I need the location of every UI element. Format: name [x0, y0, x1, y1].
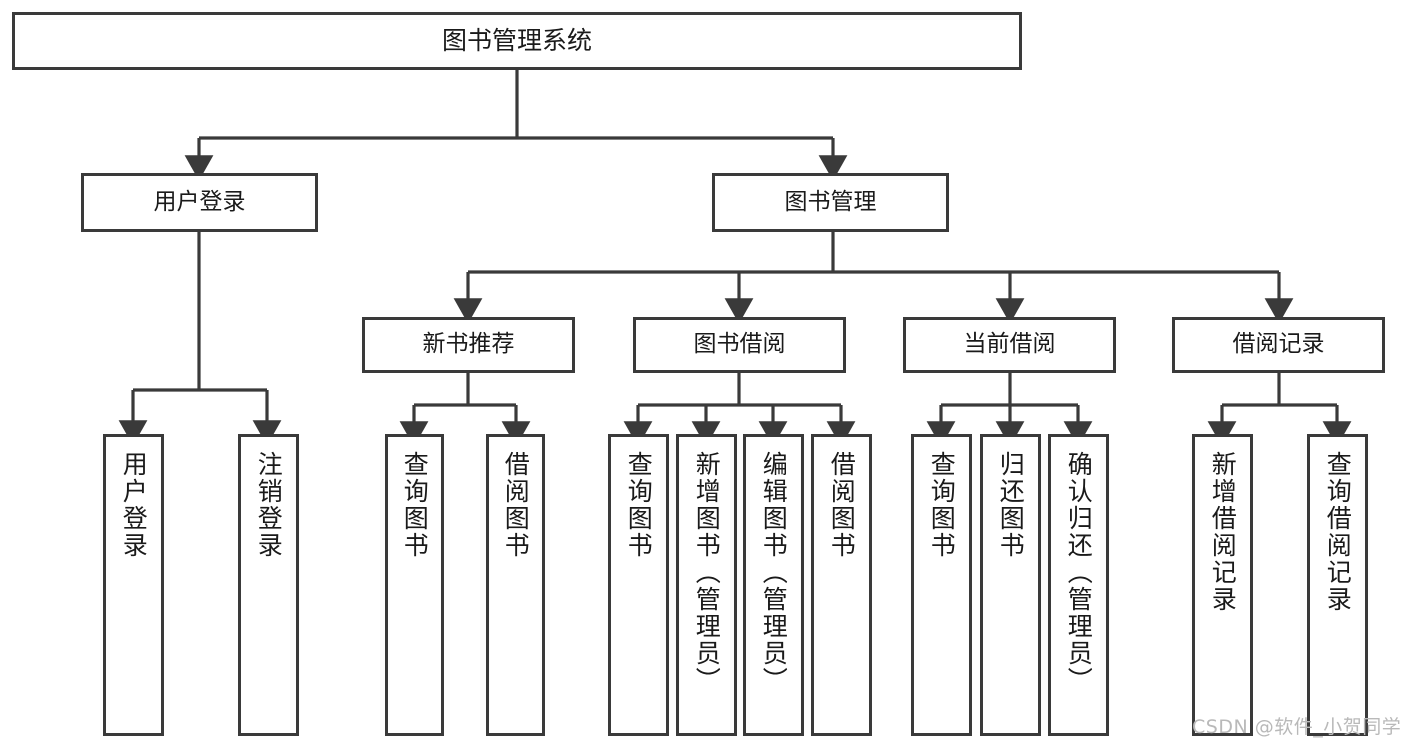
node-label: 归还图书 — [996, 451, 1026, 559]
leaf-borrow-book-recommend[interactable]: 借阅图书 — [486, 434, 545, 736]
node-label: 借阅图书 — [501, 451, 531, 559]
node-label: 注销登录 — [254, 451, 284, 559]
node-new-book-recommend[interactable]: 新书推荐 — [362, 317, 575, 373]
leaf-user-login[interactable]: 用户登录 — [103, 434, 164, 736]
leaf-edit-book[interactable]: 编辑图书（管理员） — [743, 434, 804, 736]
node-label: 确认归还（管理员） — [1064, 451, 1094, 694]
leaf-return-book[interactable]: 归还图书 — [980, 434, 1041, 736]
node-label: 图书管理 — [784, 188, 877, 215]
node-borrow-record[interactable]: 借阅记录 — [1172, 317, 1385, 373]
leaf-query-book-borrow[interactable]: 查询图书 — [608, 434, 669, 736]
node-label: 新增图书（管理员） — [692, 451, 722, 694]
node-label: 查询图书 — [624, 451, 654, 559]
watermark: CSDN @软件_小贺同学 — [1192, 716, 1402, 738]
node-current-borrow[interactable]: 当前借阅 — [903, 317, 1116, 373]
node-label: 查询图书 — [400, 451, 430, 559]
leaf-add-book[interactable]: 新增图书（管理员） — [676, 434, 737, 736]
node-label: 查询借阅记录 — [1323, 451, 1353, 613]
node-label: 借阅记录 — [1232, 331, 1325, 358]
node-label: 用户登录 — [119, 451, 149, 559]
node-label: 编辑图书（管理员） — [759, 451, 789, 694]
node-label: 用户登录 — [153, 188, 246, 215]
leaf-confirm-return[interactable]: 确认归还（管理员） — [1048, 434, 1109, 736]
leaf-borrow-book[interactable]: 借阅图书 — [811, 434, 872, 736]
node-label: 图书管理系统 — [441, 26, 592, 56]
node-user-login[interactable]: 用户登录 — [81, 173, 318, 232]
leaf-add-borrow-record[interactable]: 新增借阅记录 — [1192, 434, 1253, 736]
node-label: 新增借阅记录 — [1208, 451, 1238, 613]
node-label: 当前借阅 — [963, 331, 1056, 358]
leaf-query-borrow-record[interactable]: 查询借阅记录 — [1307, 434, 1368, 736]
leaf-query-book-current[interactable]: 查询图书 — [911, 434, 972, 736]
node-label: 新书推荐 — [422, 331, 515, 358]
node-root-system[interactable]: 图书管理系统 — [12, 12, 1022, 70]
node-label: 借阅图书 — [827, 451, 857, 559]
node-book-management[interactable]: 图书管理 — [712, 173, 949, 232]
node-label: 图书借阅 — [693, 331, 786, 358]
node-book-borrow[interactable]: 图书借阅 — [633, 317, 846, 373]
node-label: 查询图书 — [927, 451, 957, 559]
leaf-logout[interactable]: 注销登录 — [238, 434, 299, 736]
leaf-query-book-recommend[interactable]: 查询图书 — [385, 434, 444, 736]
